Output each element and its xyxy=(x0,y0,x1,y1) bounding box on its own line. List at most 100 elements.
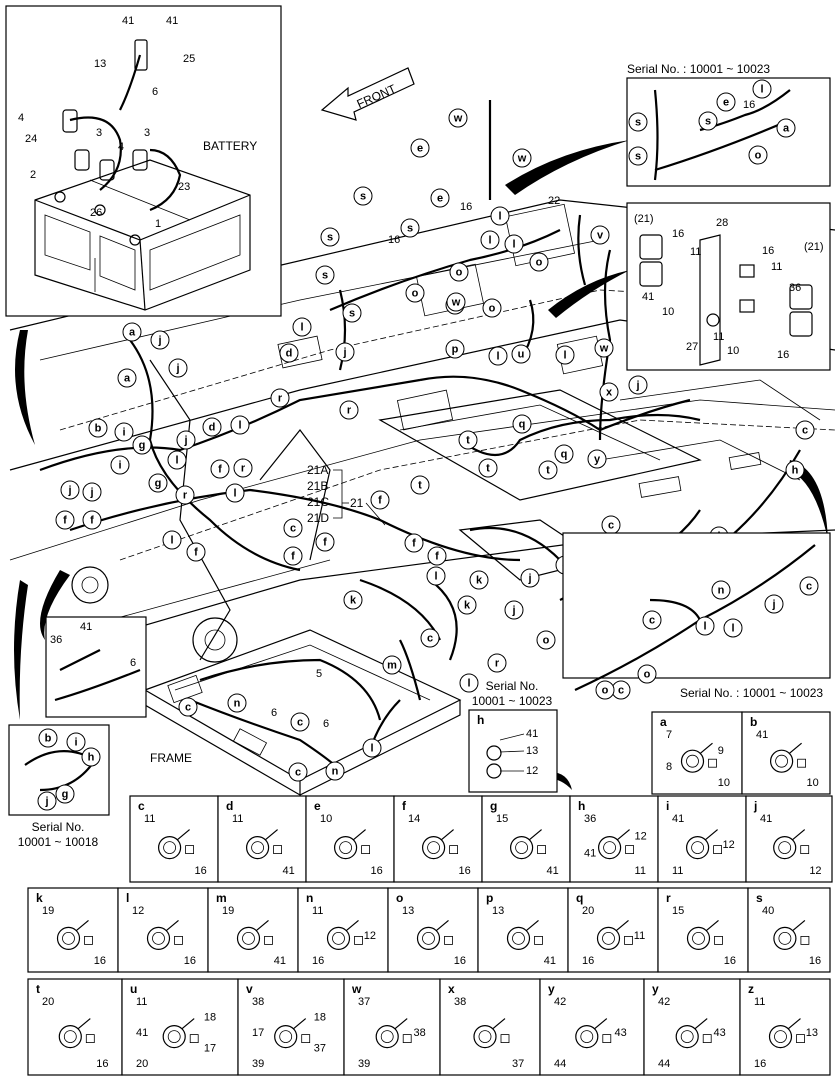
svg-text:w: w xyxy=(599,343,609,355)
main-callout: s xyxy=(320,227,340,247)
connector-part-number: 11 xyxy=(713,331,724,343)
svg-text:f: f xyxy=(378,495,382,507)
detail-cell-key: n xyxy=(306,891,313,905)
svg-text:l: l xyxy=(300,322,303,334)
group-21-callout: 21A 21B 21C 21D 21 xyxy=(307,463,386,526)
svg-text:d: d xyxy=(286,348,293,360)
main-callout: f xyxy=(315,532,335,552)
battery-part-number: 41 xyxy=(122,15,134,27)
serial-right-callout: l xyxy=(723,618,743,638)
svg-text:e: e xyxy=(723,97,729,109)
svg-text:g: g xyxy=(155,478,162,490)
detail-cell-key: m xyxy=(216,891,227,905)
detail-part-number: 18 xyxy=(204,1012,216,1024)
svg-text:m: m xyxy=(387,660,397,672)
serial-right-callout: c xyxy=(642,610,662,630)
svg-text:s: s xyxy=(327,232,333,244)
svg-text:p: p xyxy=(452,344,459,356)
main-callout: j xyxy=(60,480,80,500)
svg-text:f: f xyxy=(218,464,222,476)
svg-text:o: o xyxy=(543,635,550,647)
detail-part-number: 38 xyxy=(414,1027,426,1039)
svg-text:n: n xyxy=(234,698,241,710)
detail-part-number: 11 xyxy=(136,996,147,1008)
detail-cell-key: j xyxy=(753,799,757,813)
detail-part-number: 11 xyxy=(312,905,323,917)
main-callout: y xyxy=(587,449,607,469)
svg-text:c: c xyxy=(618,685,624,697)
serial-right-callout: c xyxy=(799,576,819,596)
detail-cell-key: c xyxy=(138,799,145,813)
connector-part-number: 10 xyxy=(662,306,674,318)
main-callout: j xyxy=(335,342,355,362)
svg-text:i: i xyxy=(118,460,121,472)
detail-part-number: 16 xyxy=(724,955,736,967)
detail-cell-key: a xyxy=(660,715,667,729)
main-callout: k xyxy=(457,595,477,615)
svg-text:s: s xyxy=(360,191,366,203)
svg-text:w: w xyxy=(453,113,463,125)
detail-cell-key: q xyxy=(576,891,583,905)
main-callout: j xyxy=(168,358,188,378)
main-callout: f xyxy=(370,490,390,510)
left-inset-part-number: 41 xyxy=(80,621,92,633)
frame-label: FRAME xyxy=(150,751,192,765)
svg-text:w: w xyxy=(451,297,461,309)
svg-text:j: j xyxy=(183,435,187,447)
svg-text:c: c xyxy=(806,581,812,593)
serial-top-callout: l xyxy=(752,79,772,99)
serial-h-key: h xyxy=(477,713,484,727)
svg-text:c: c xyxy=(649,615,655,627)
main-callout: l xyxy=(230,415,250,435)
serial-right-callout: j xyxy=(764,594,784,614)
detail-cell-key: f xyxy=(402,799,407,813)
svg-text:j: j xyxy=(67,485,71,497)
battery-part-number: 3 xyxy=(96,127,102,139)
svg-text:c: c xyxy=(290,523,296,535)
svg-text:r: r xyxy=(495,658,500,670)
detail-part-number: 37 xyxy=(512,1058,524,1070)
detail-part-number: 12 xyxy=(364,930,376,942)
detail-part-number: 11 xyxy=(672,865,683,877)
svg-text:j: j xyxy=(635,380,639,392)
svg-text:l: l xyxy=(498,211,501,223)
detail-part-number: 42 xyxy=(658,996,670,1008)
svg-text:l: l xyxy=(170,535,173,547)
main-callout: l xyxy=(162,530,182,550)
svg-text:j: j xyxy=(157,335,161,347)
main-callout: r xyxy=(339,400,359,420)
serial-right-callout: o xyxy=(595,680,615,700)
svg-text:t: t xyxy=(546,465,550,477)
main-callout: w xyxy=(448,108,468,128)
detail-part-number: 15 xyxy=(496,813,508,825)
detail-part-number: 16 xyxy=(454,955,466,967)
main-callout: l xyxy=(362,738,382,758)
main-callout: l xyxy=(167,450,187,470)
detail-part-number: 42 xyxy=(554,996,566,1008)
detail-part-number: 16 xyxy=(184,955,196,967)
detail-part-number: 10 xyxy=(718,777,730,789)
detail-part-number: 8 xyxy=(666,761,672,773)
main-callout: c xyxy=(283,518,303,538)
main-callout: k xyxy=(343,590,363,610)
svg-text:q: q xyxy=(561,449,568,461)
detail-part-number: 16 xyxy=(754,1058,766,1070)
svg-text:l: l xyxy=(467,678,470,690)
detail-part-number: 16 xyxy=(96,1058,108,1070)
svg-text:c: c xyxy=(185,702,191,714)
main-callout: f xyxy=(427,546,447,566)
main-callout: u xyxy=(511,344,531,364)
svg-text:g: g xyxy=(62,789,69,801)
detail-part-number: 10 xyxy=(807,777,819,789)
svg-text:o: o xyxy=(412,288,419,300)
detail-part-number: 17 xyxy=(252,1027,264,1039)
main-callout: b xyxy=(88,418,108,438)
svg-text:x: x xyxy=(606,387,613,399)
